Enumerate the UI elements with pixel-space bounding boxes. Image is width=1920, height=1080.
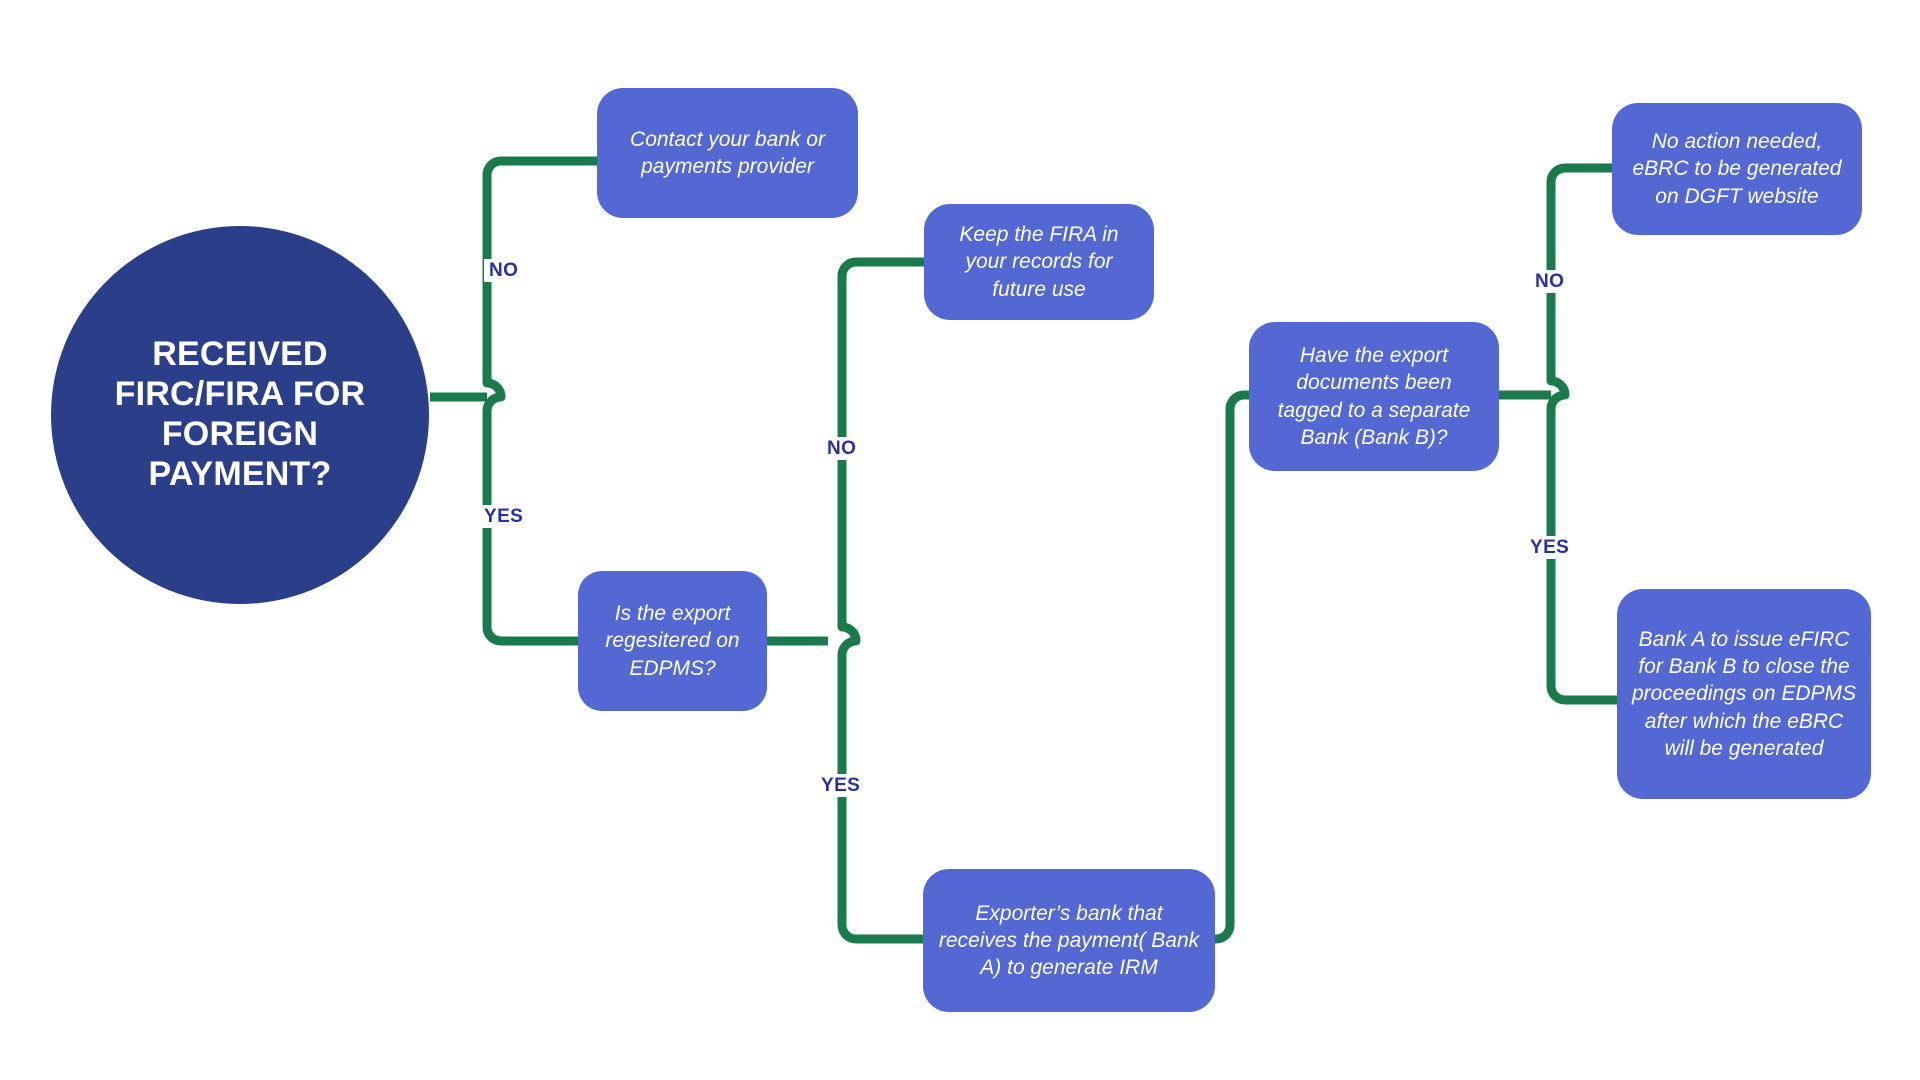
branch-label-root-yes: YES xyxy=(479,505,529,528)
edge-n4-n5 xyxy=(1205,390,1250,944)
edge-trunk3-vertical xyxy=(1546,163,1570,705)
node-no-action-needed-ebrc[interactable]: No action needed, eBRC to be generated o… xyxy=(1612,103,1862,235)
node-is-export-registered-edpms[interactable]: Is the export regesitered on EDPMS? xyxy=(578,571,767,711)
node-exporter-bank-generate-irm[interactable]: Exporter’s bank that receives the paymen… xyxy=(923,869,1215,1012)
branch-label-bankb-no: NO xyxy=(1530,270,1570,293)
edge-trunk1-vertical xyxy=(482,156,506,646)
branch-label-edpms-no: NO xyxy=(822,437,862,460)
branch-label-root-no: NO xyxy=(484,259,524,282)
node-bank-a-issue-efirc[interactable]: Bank A to issue eFIRC for Bank B to clos… xyxy=(1617,589,1871,799)
node-contact-your-bank[interactable]: Contact your bank or payments provider xyxy=(597,88,858,218)
node-keep-the-fira[interactable]: Keep the FIRA in your records for future… xyxy=(924,204,1154,320)
branch-label-bankb-yes: YES xyxy=(1525,536,1575,559)
branch-label-edpms-yes: YES xyxy=(816,774,866,797)
node-root-received-firc[interactable]: RECEIVED FIRC/FIRA FOR FOREIGN PAYMENT? xyxy=(51,226,429,604)
edge-trunk2-vertical xyxy=(837,257,861,944)
node-export-docs-tagged-bank-b[interactable]: Have the export documents been tagged to… xyxy=(1249,322,1499,471)
